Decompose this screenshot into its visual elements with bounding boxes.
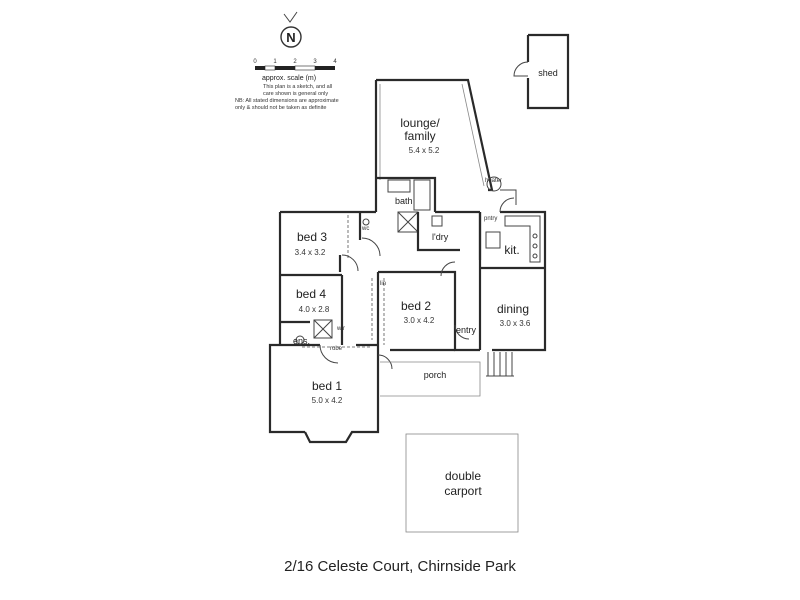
- carport: [405, 433, 519, 533]
- property-address: 2/16 Celeste Court, Chirnside Park: [284, 558, 516, 575]
- scale-note-3: NB: All stated dimensions are approximat…: [235, 98, 339, 104]
- wir-label: w/r: [336, 326, 345, 332]
- north-arrow-icon: N: [280, 11, 302, 48]
- bed4-label: bed 4: [296, 287, 326, 301]
- scale-bar: 0 1 2 3 4 approx. scale (m) This plan is…: [235, 59, 339, 111]
- lounge-dims: 5.4 x 5.2: [409, 146, 440, 155]
- bed3-label: bed 3: [297, 230, 327, 244]
- lounge-label-1: lounge/: [400, 116, 440, 130]
- bed2-dims: 3.0 x 4.2: [404, 316, 435, 325]
- heater-label: heater: [485, 178, 502, 184]
- shed: shed: [513, 33, 570, 110]
- scale-note-1: This plan is a sketch, and all: [263, 84, 332, 90]
- dining-label: dining: [497, 302, 529, 316]
- scale-tick-4: 4: [333, 59, 337, 65]
- wc-label: wc: [361, 226, 369, 232]
- entry-label: entry: [456, 325, 477, 335]
- lounge-label-2: family: [404, 129, 435, 143]
- room-labels: lounge/ family 5.4 x 5.2 bath l'dry heat…: [293, 116, 531, 498]
- linen-label: lin: [380, 281, 386, 287]
- scale-label: approx. scale (m): [262, 75, 316, 82]
- house-walls: [268, 78, 547, 444]
- bed1-label: bed 1: [312, 379, 342, 393]
- bath-label: bath: [395, 196, 413, 206]
- scale-tick-0: 0: [253, 59, 257, 65]
- scale-tick-2: 2: [293, 59, 297, 65]
- scale-tick-3: 3: [313, 59, 317, 65]
- kitchen-label: kit.: [504, 243, 519, 257]
- scale-note-4: only & should not be taken as definite: [235, 105, 326, 111]
- scale-note-2: care shown is general only: [263, 91, 328, 97]
- bed3-dims: 3.4 x 3.2: [295, 248, 326, 257]
- pantry-label: pntry: [484, 216, 497, 222]
- robe-label: robe: [330, 346, 343, 352]
- bed2-label: bed 2: [401, 299, 431, 313]
- carport-label-2: carport: [444, 484, 482, 498]
- laundry-label: l'dry: [432, 232, 449, 242]
- dining-dims: 3.0 x 3.6: [500, 319, 531, 328]
- porch-label: porch: [424, 370, 447, 380]
- north-label: N: [286, 30, 295, 45]
- scale-tick-1: 1: [273, 59, 277, 65]
- ensuite-label: ens.: [293, 336, 310, 346]
- carport-label-1: double: [445, 469, 481, 483]
- bed4-dims: 4.0 x 2.8: [299, 305, 330, 314]
- shed-label: shed: [538, 68, 558, 78]
- bed1-dims: 5.0 x 4.2: [312, 396, 343, 405]
